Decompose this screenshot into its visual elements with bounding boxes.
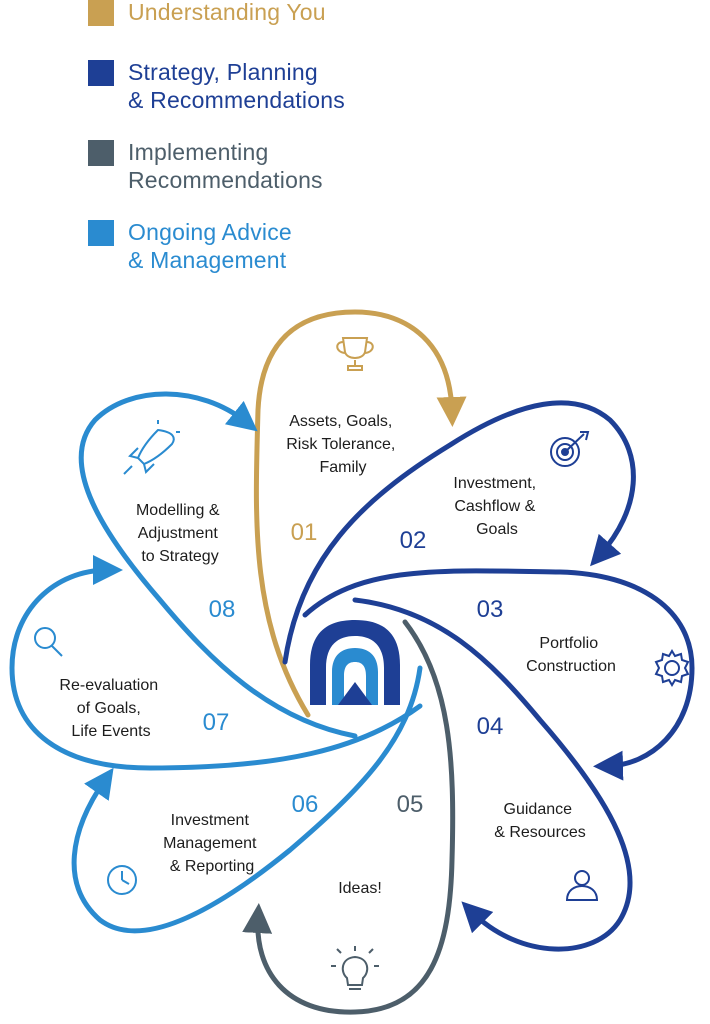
step-text-line: Investment,: [453, 475, 536, 492]
step-number-06: 06: [292, 791, 319, 818]
petal-06: [71, 665, 423, 934]
petal-04: [352, 597, 633, 952]
petal-08: [78, 391, 358, 739]
step-text-line: Assets, Goals,: [289, 413, 392, 430]
step-number-04: 04: [477, 713, 504, 740]
user-icon: [565, 870, 599, 901]
step-text-06: Investment Management & Reporting: [163, 812, 261, 875]
logo-inner-arch: [332, 648, 378, 705]
step-text-line: Guidance: [504, 801, 573, 818]
logo-outer-arch: [310, 620, 400, 705]
step-number-05: 05: [397, 791, 424, 818]
gear-icon: [654, 649, 690, 687]
step-text-07: Re-evaluation of Goals, Life Events: [59, 677, 162, 740]
legend-swatch: [88, 60, 114, 86]
legend-item-understanding: Understanding You: [88, 0, 326, 26]
step-number-02: 02: [400, 527, 427, 554]
step-text-line: Re-evaluation: [59, 677, 158, 694]
legend-item-ongoing: Ongoing Advice & Management: [88, 219, 292, 274]
legend-label: Understanding You: [128, 0, 326, 25]
step-text-line: Goals: [476, 521, 518, 538]
step-number-07: 07: [203, 709, 230, 736]
step-text-line: Adjustment: [138, 525, 219, 542]
step-text-line: Portfolio: [539, 635, 598, 652]
legend-swatch: [88, 0, 114, 26]
center-logo: [310, 620, 400, 705]
legend-swatch: [88, 140, 114, 166]
step-text-line: Modelling &: [136, 502, 220, 519]
petal-07: [9, 555, 423, 771]
legend-label: Strategy, Planning & Recommendations: [128, 59, 345, 113]
step-number-03: 03: [477, 596, 504, 623]
target-icon: [550, 431, 590, 467]
trophy-icon: [336, 337, 374, 371]
step-text-line: Construction: [526, 658, 616, 675]
step-text-line: Risk Tolerance,: [286, 436, 395, 453]
clock-icon: [107, 865, 137, 895]
step-text-line: Family: [319, 459, 366, 476]
step-text-line: to Strategy: [141, 548, 218, 565]
petal-05: [242, 619, 456, 1015]
legend-label: Ongoing Advice & Management: [128, 219, 292, 273]
step-text-01: Assets, Goals, Risk Tolerance, Family: [286, 413, 400, 476]
step-text-line: of Goals,: [77, 700, 141, 717]
petal-03: [302, 568, 695, 781]
petal-02: [282, 400, 636, 665]
logo-peak: [338, 682, 372, 705]
step-number-08: 08: [209, 596, 236, 623]
step-text-02: Investment, Cashflow & Goals: [453, 475, 540, 538]
lightbulb-icon: [331, 946, 379, 990]
step-text-line: Investment: [171, 812, 250, 829]
step-text-line: Cashflow &: [454, 498, 535, 515]
legend-item-implementing: Implementing Recommendations: [88, 139, 323, 194]
legend-label: Implementing Recommendations: [128, 139, 323, 193]
step-text-08: Modelling & Adjustment to Strategy: [136, 502, 224, 565]
step-text-line: & Resources: [494, 824, 586, 841]
step-text-line: Ideas!: [338, 880, 382, 897]
step-text-05: Ideas!: [338, 880, 382, 897]
step-text-03: Portfolio Construction: [526, 635, 616, 675]
rocket-icon: [123, 420, 180, 475]
petal-01: [253, 309, 467, 718]
step-text-line: Management: [163, 835, 257, 852]
step-text-04: Guidance & Resources: [494, 801, 586, 841]
legend-swatch: [88, 220, 114, 246]
legend-item-strategy: Strategy, Planning & Recommendations: [88, 59, 345, 114]
step-number-01: 01: [291, 519, 318, 546]
step-text-line: & Reporting: [170, 858, 255, 875]
magnifier-icon: [34, 627, 63, 657]
step-text-line: Life Events: [71, 723, 150, 740]
